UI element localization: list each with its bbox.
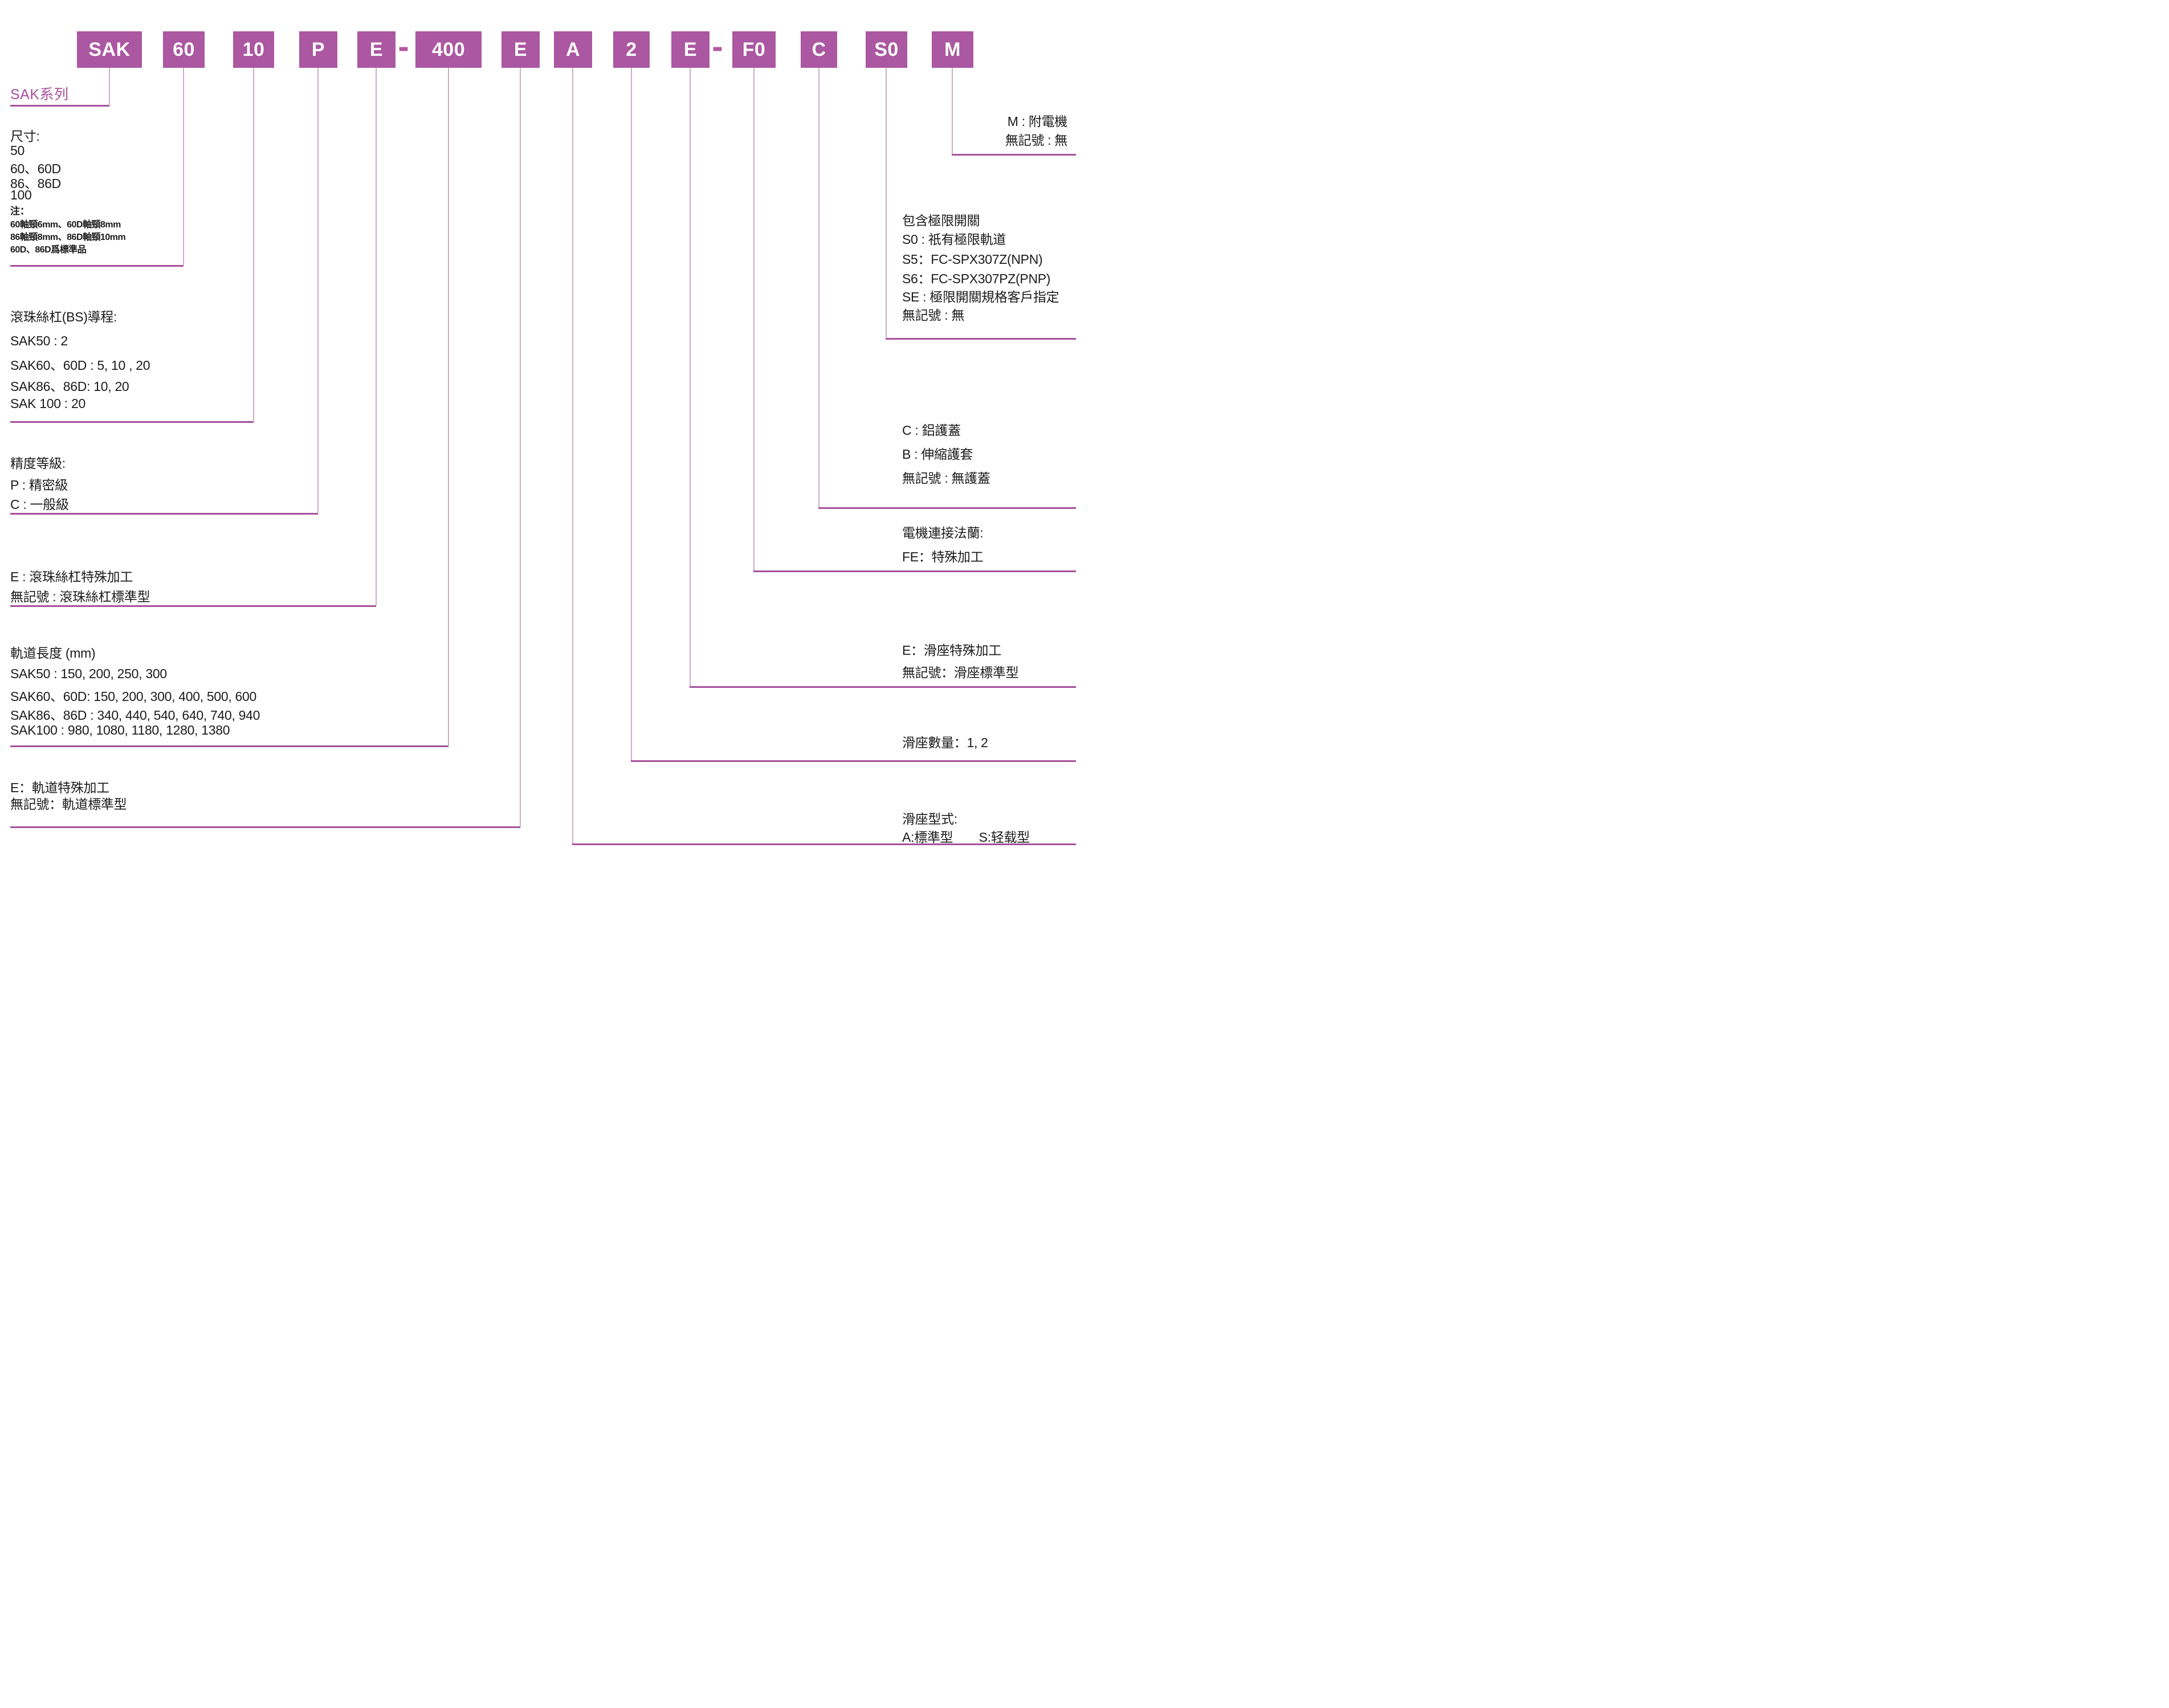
cover-row: C : 鋁護蓋 bbox=[902, 423, 961, 438]
connector-cover bbox=[818, 68, 820, 507]
size-note: 60軸頸6mm、60D軸頸8mm bbox=[10, 220, 121, 230]
code-box-accuracy: P bbox=[299, 31, 337, 68]
code-box-slider-special: E bbox=[671, 31, 710, 68]
limit-switch-row: SE : 極限開關規格客戶指定 bbox=[902, 290, 1059, 304]
cover-row: 無記號 : 無護蓋 bbox=[902, 471, 990, 486]
code-box-slider-type: A bbox=[554, 31, 592, 68]
rail-length-row: SAK86、86D : 340, 440, 540, 640, 740, 940 bbox=[10, 708, 260, 723]
rule-motor bbox=[952, 154, 1076, 156]
connector-rail-special bbox=[520, 68, 521, 826]
lead-row: SAK60、60D : 5, 10 , 20 bbox=[10, 358, 150, 373]
connector-rail-length bbox=[448, 68, 449, 745]
accuracy-row: P : 精密級 bbox=[10, 478, 68, 492]
size-note-title: 注： bbox=[10, 206, 30, 217]
connector-limit-switch bbox=[886, 68, 887, 338]
rule-series bbox=[10, 105, 109, 107]
rule-slider-type bbox=[572, 843, 1076, 845]
connector-slider-type bbox=[572, 68, 573, 843]
rule-limit-switch bbox=[886, 338, 1076, 340]
series-title: SAK系列 bbox=[10, 87, 69, 103]
code-box-limit-switch: S0 bbox=[866, 31, 907, 68]
connector-slider-special bbox=[690, 68, 691, 686]
connector-lead bbox=[253, 68, 254, 421]
limit-switch-row: S5：FC-SPX307Z(NPN) bbox=[902, 252, 1043, 267]
code-box-screw-special: E bbox=[357, 31, 396, 68]
lead-row: SAK86、86D: 10, 20 bbox=[10, 379, 129, 394]
rule-rail-special bbox=[10, 826, 520, 828]
rail-length-row: SAK100 : 980, 1080, 1180, 1280, 1380 bbox=[10, 723, 230, 737]
size-row: 50 bbox=[10, 143, 25, 158]
connector-motor bbox=[952, 68, 953, 154]
motor-row: M : 附電機 bbox=[1007, 114, 1068, 129]
code-box-rail-length: 400 bbox=[415, 31, 482, 68]
connector-size bbox=[183, 68, 184, 265]
cover-row: B : 伸縮護套 bbox=[902, 447, 973, 462]
rule-rail-length bbox=[10, 745, 449, 747]
connector-flange bbox=[753, 68, 755, 570]
code-box-slider-qty: 2 bbox=[613, 31, 650, 68]
rule-cover bbox=[818, 507, 1076, 509]
limit-switch-row: S0 : 祇有極限軌道 bbox=[902, 232, 1006, 247]
screw-special-row: 無記號 : 滾珠絲杠標準型 bbox=[10, 589, 150, 604]
size-row: 86、86D bbox=[10, 176, 61, 191]
limit-switch-row: 無記號 : 無 bbox=[902, 308, 965, 323]
screw-special-row: E : 滾珠絲杠特殊加工 bbox=[10, 569, 133, 584]
size-note: 86軸頸8mm、86D軸頸10mm bbox=[10, 233, 126, 242]
code-dash-icon: - bbox=[398, 28, 409, 65]
connector-series bbox=[109, 68, 110, 105]
ordering-code-diagram: SAK 60 10 P E - 400 E A 2 E - F0 C S0 M … bbox=[0, 0, 1084, 854]
code-box-cover: C bbox=[801, 31, 837, 68]
size-row: 60、60D bbox=[10, 161, 61, 176]
code-box-series: SAK bbox=[77, 31, 142, 68]
lead-row: SAK50 : 2 bbox=[10, 333, 68, 348]
code-box-lead: 10 bbox=[233, 31, 274, 68]
rail-special-row: 無記號：軌道標準型 bbox=[10, 797, 127, 812]
code-box-rail-special: E bbox=[502, 31, 540, 68]
flange-row: FE：特殊加工 bbox=[902, 549, 984, 564]
limit-switch-title: 包含極限開關 bbox=[902, 213, 980, 228]
connector-screw-special bbox=[376, 68, 377, 605]
connector-slider-qty bbox=[631, 68, 632, 760]
size-title: 尺寸: bbox=[10, 129, 40, 144]
accuracy-title: 精度等級: bbox=[10, 456, 66, 471]
code-dash-icon: - bbox=[712, 28, 723, 65]
rule-screw-special bbox=[10, 605, 376, 607]
slider-type-row: A:標準型 S:轻载型 bbox=[902, 830, 1030, 845]
code-box-motor: M bbox=[932, 31, 973, 68]
rule-accuracy bbox=[10, 513, 318, 515]
rail-length-row: SAK60、60D: 150, 200, 300, 400, 500, 600 bbox=[10, 689, 257, 704]
rule-size bbox=[10, 265, 184, 267]
code-box-size: 60 bbox=[163, 31, 205, 68]
rail-length-row: SAK50 : 150, 200, 250, 300 bbox=[10, 666, 167, 681]
rule-slider-special bbox=[690, 686, 1076, 688]
limit-switch-row: S6：FC-SPX307PZ(PNP) bbox=[902, 271, 1051, 286]
rule-lead bbox=[10, 421, 254, 423]
lead-row: SAK 100 : 20 bbox=[10, 396, 85, 411]
rail-special-row: E：軌道特殊加工 bbox=[10, 780, 109, 795]
code-box-flange: F0 bbox=[732, 31, 776, 68]
connector-accuracy bbox=[317, 68, 319, 513]
slider-type-title: 滑座型式: bbox=[902, 812, 957, 826]
slider-special-row: E：滑座特殊加工 bbox=[902, 643, 1001, 658]
motor-row: 無記號 : 無 bbox=[1005, 133, 1067, 148]
size-note: 60D、86D爲標準品 bbox=[10, 245, 87, 255]
rule-flange bbox=[753, 570, 1076, 572]
lead-title: 滾珠絲杠(BS)導程: bbox=[10, 309, 117, 324]
slider-qty-row: 滑座數量：1, 2 bbox=[902, 735, 988, 750]
rail-length-title: 軌道長度 (mm) bbox=[10, 646, 96, 661]
slider-special-row: 無記號：滑座標準型 bbox=[902, 665, 1019, 680]
flange-title: 電機連接法蘭: bbox=[902, 525, 984, 540]
rule-slider-qty bbox=[631, 760, 1076, 762]
accuracy-row: C : 一般級 bbox=[10, 497, 69, 512]
size-row: 100 bbox=[10, 187, 32, 202]
